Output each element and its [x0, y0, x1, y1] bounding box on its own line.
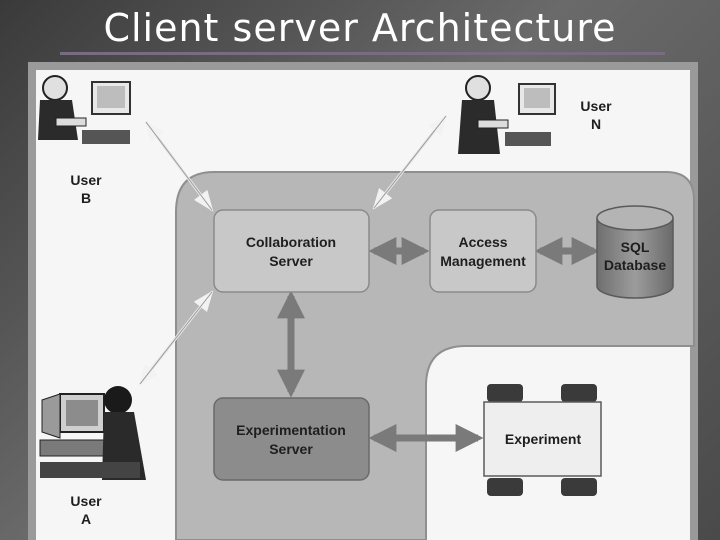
access-management-label: Access — [458, 234, 507, 250]
user-b-icon — [38, 75, 131, 144]
user-n-label: User — [580, 98, 612, 114]
user-a-letter: A — [81, 511, 91, 527]
experimentation-server-sublabel: Server — [269, 441, 313, 457]
user-a-icon — [39, 386, 146, 480]
database-cylinder-icon — [596, 205, 674, 299]
sql-database-sublabel: Database — [604, 257, 666, 273]
access-management-box — [429, 209, 537, 293]
user-n-letter: N — [591, 116, 601, 132]
collaboration-server-box — [213, 209, 370, 293]
slide-title: Client server Architecture — [103, 6, 617, 50]
user-b-letter: B — [81, 190, 91, 206]
server-links — [277, 237, 600, 452]
sql-database-label: SQL — [621, 239, 650, 255]
collaboration-server-sublabel: Server — [269, 253, 313, 269]
experiment-label: Experiment — [505, 431, 582, 447]
collaboration-server-label: Collaboration — [246, 234, 336, 250]
user-n-icon — [458, 75, 556, 154]
experiment-box — [483, 401, 602, 477]
user-a-label: User — [70, 493, 102, 509]
title-underline — [60, 52, 665, 55]
experimentation-server-label: Experimentation — [236, 422, 346, 438]
experimentation-server-box — [213, 397, 370, 481]
user-b-label: User — [70, 172, 102, 188]
access-management-sublabel: Management — [440, 253, 526, 269]
wheel-icon — [487, 384, 597, 496]
